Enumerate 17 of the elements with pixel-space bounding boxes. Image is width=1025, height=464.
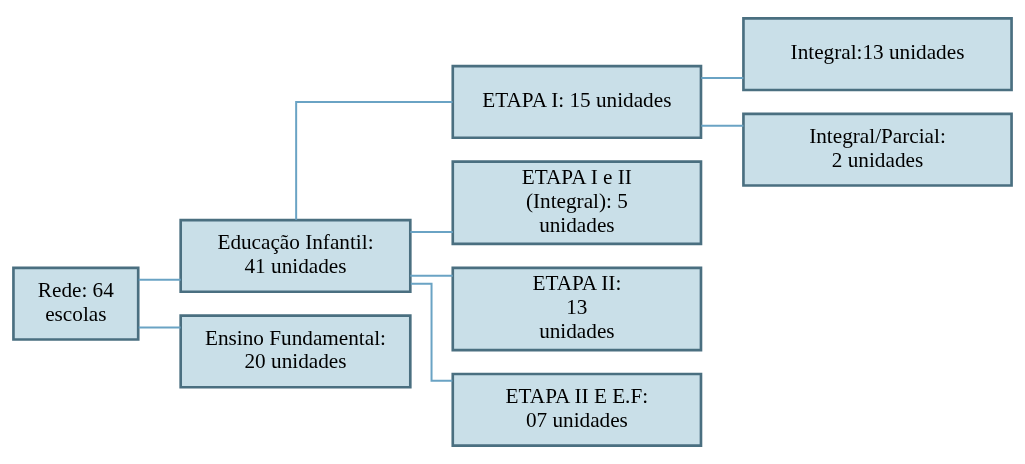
connector: [409, 231, 454, 233]
node-box: Integral/Parcial: 2 unidades: [742, 112, 1013, 187]
connector: [700, 124, 745, 127]
node-box: ETAPA I: 15 unidades: [451, 64, 703, 140]
connector: [295, 100, 454, 221]
node-box: Integral:13 unidades: [742, 17, 1013, 92]
node-box: ETAPA II: 13 unidades: [451, 266, 703, 352]
connector: [137, 326, 182, 329]
node-box: Ensino Fundamental: 20 unidades: [179, 314, 412, 389]
connector: [137, 278, 182, 281]
node-box: ETAPA II E E.F: 07 unidades: [451, 372, 703, 447]
node-box: Educação Infantil: 41 unidades: [179, 218, 412, 294]
connector: [409, 274, 454, 277]
connector: [409, 282, 454, 382]
node-box: ETAPA I e II (Integral): 5 unidades: [451, 160, 703, 246]
node-box: Rede: 64 escolas: [12, 266, 140, 341]
connector: [700, 77, 745, 80]
